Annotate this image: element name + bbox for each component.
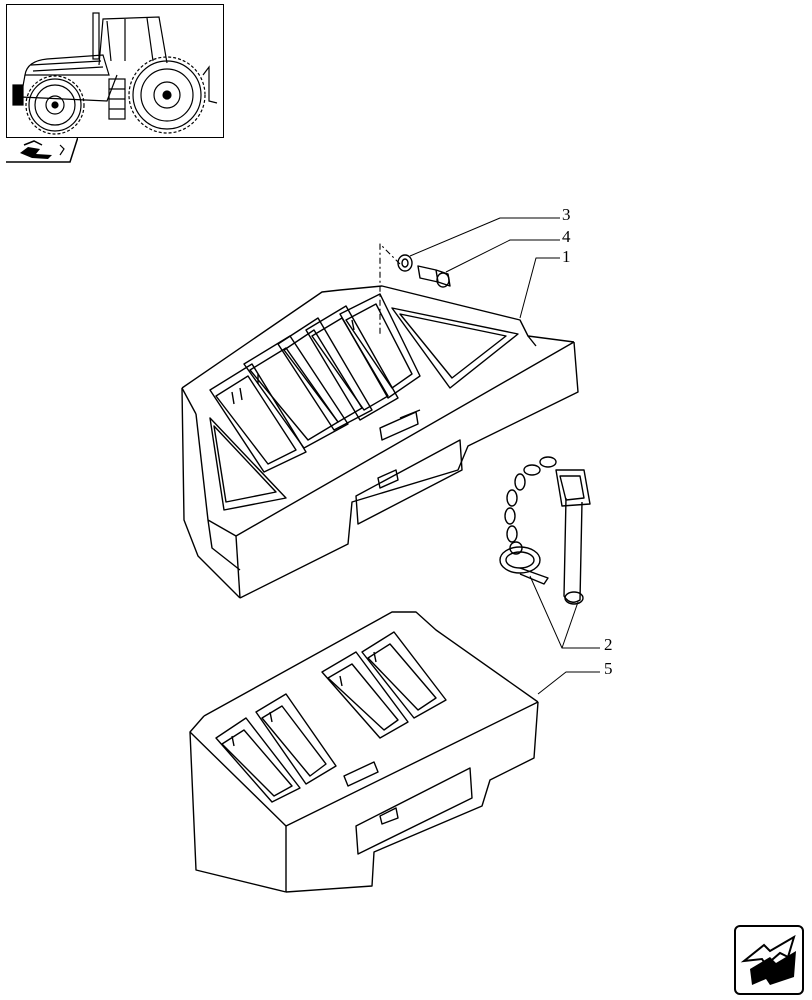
book-arrow-icon <box>6 136 80 163</box>
washer <box>397 254 413 272</box>
ballast-weight-lower <box>189 611 539 893</box>
callout-1: 1 <box>562 247 571 266</box>
callout-3: 3 <box>562 205 571 224</box>
tractor-thumbnail-icon <box>12 12 218 135</box>
section-tab[interactable] <box>6 136 80 163</box>
next-page-button[interactable] <box>734 925 804 995</box>
ballast-weight-upper <box>181 285 579 599</box>
callout-2: 2 <box>604 635 613 654</box>
bolt <box>417 265 451 288</box>
next-page-arrow-icon <box>740 934 796 985</box>
callout-4: 4 <box>562 227 571 246</box>
pin-and-chain <box>499 456 591 605</box>
tractor-thumbnail <box>6 4 224 138</box>
callout-5: 5 <box>604 659 613 678</box>
